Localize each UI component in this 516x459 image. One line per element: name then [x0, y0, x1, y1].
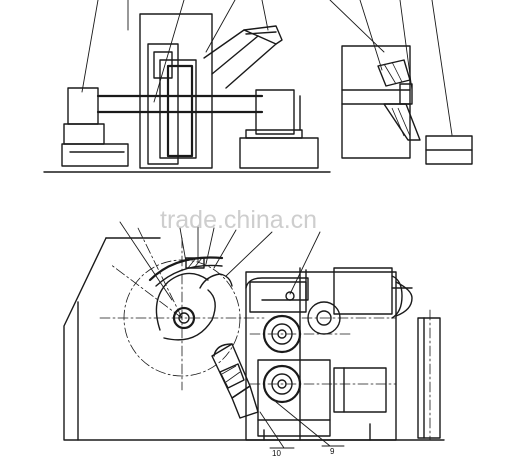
top-leader-lines	[81, 0, 453, 136]
part-number-10: 10	[272, 449, 281, 458]
right-detail-view	[341, 45, 473, 165]
front-elevation-view: 10 9	[63, 221, 445, 458]
top-elevation-view	[43, 0, 473, 173]
watermark-text: trade.china.cn	[160, 206, 317, 234]
part-number-9: 9	[330, 447, 335, 456]
